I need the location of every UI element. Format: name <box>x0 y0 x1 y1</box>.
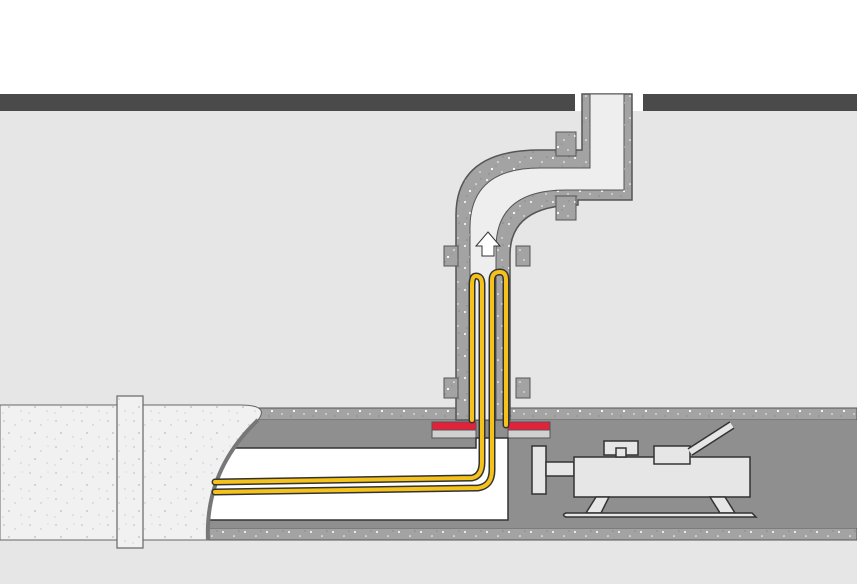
elbow-flange-top <box>555 131 577 157</box>
vertical-shaft <box>443 93 633 421</box>
surface-layer-right <box>643 94 857 111</box>
main-pipe-top-wall <box>204 407 857 421</box>
junction-flange-left-grey <box>431 429 477 439</box>
flow-arrow-up-icon <box>474 231 502 257</box>
shaft-flange-upper-left <box>443 245 459 267</box>
shaft-flange-upper-right <box>515 245 531 267</box>
junction-flange-right-grey <box>507 429 551 439</box>
main-pipe-bottom-wall <box>204 527 857 541</box>
robot-neck <box>545 461 575 477</box>
rehabilitation-robot <box>531 421 758 518</box>
shaft-flange-lower-right <box>515 377 531 399</box>
robot-camera <box>615 447 627 458</box>
surface-layer-left <box>0 94 575 111</box>
junction-flange-right-red <box>507 421 551 431</box>
shaft-flange-lower-left <box>443 377 459 399</box>
robot-front-cutter <box>531 445 547 495</box>
pipe-collar <box>116 395 144 549</box>
junction-flange-left-red <box>431 421 477 431</box>
host-pipe-section <box>0 395 262 549</box>
surface-gap <box>575 0 643 111</box>
robot-arm-base <box>653 445 691 465</box>
elbow-flange-bottom <box>555 195 577 221</box>
inversion-liner <box>211 268 510 496</box>
robot-skid <box>562 512 758 518</box>
